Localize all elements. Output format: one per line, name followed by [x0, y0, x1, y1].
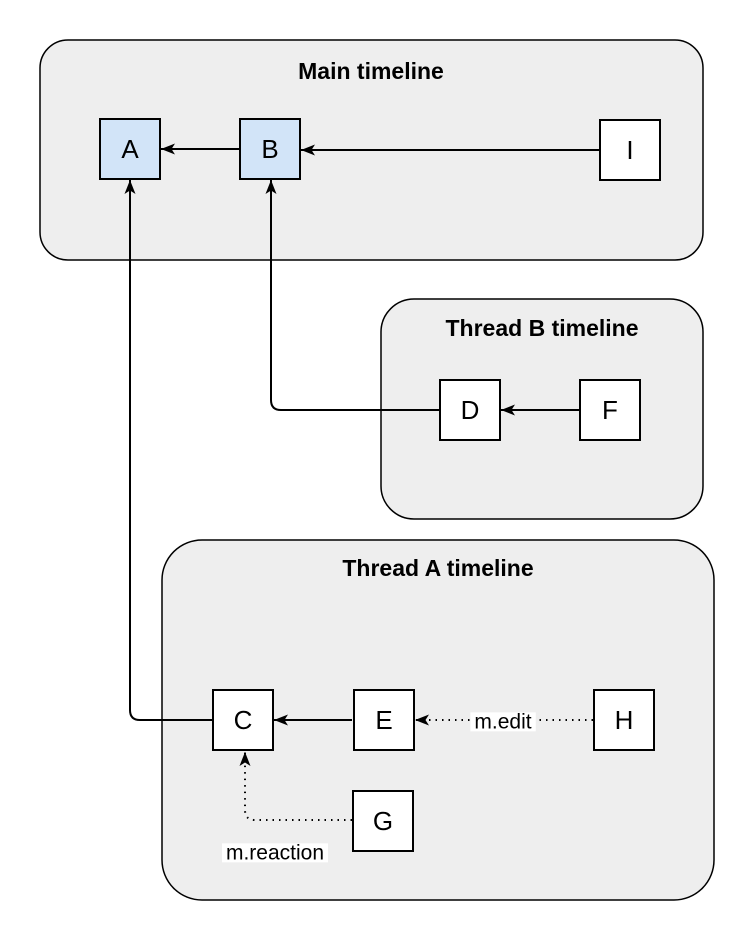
edge-d-to-b	[265, 180, 439, 411]
event-node-label-G: G	[373, 806, 393, 836]
event-node-B	[239, 118, 301, 180]
event-node-label-F: F	[602, 395, 618, 425]
event-node-label-A: A	[121, 134, 139, 164]
edge-label-group-h-to-e: m.edit	[470, 710, 536, 733]
edge-label-bg-h-to-e	[470, 712, 536, 732]
edge-label-bg-g-to-c	[221, 843, 329, 863]
event-node-C	[212, 689, 274, 751]
event-node-I	[599, 119, 661, 181]
container-title-thread-b-timeline: Thread B timeline	[446, 315, 639, 341]
edge-label-g-to-c: m.reaction	[226, 841, 324, 864]
event-node-G	[352, 790, 414, 852]
edge-c-to-a	[124, 180, 212, 721]
event-node-A	[99, 118, 161, 180]
event-node-E	[353, 689, 415, 751]
container-title-main-timeline: Main timeline	[298, 58, 444, 84]
event-node-H	[593, 689, 655, 751]
event-node-D	[439, 379, 501, 441]
container-title-thread-a-timeline: Thread A timeline	[342, 555, 533, 581]
event-node-label-H: H	[615, 705, 634, 735]
event-node-label-C: C	[234, 705, 253, 735]
event-node-F	[579, 379, 641, 441]
event-node-label-D: D	[461, 395, 480, 425]
event-node-label-B: B	[261, 134, 278, 164]
edge-label-group-g-to-c: m.reaction	[221, 841, 329, 864]
edge-label-h-to-e: m.edit	[474, 710, 531, 733]
event-node-label-I: I	[626, 135, 633, 165]
edge-g-to-c	[239, 752, 352, 821]
event-node-label-E: E	[375, 705, 392, 735]
